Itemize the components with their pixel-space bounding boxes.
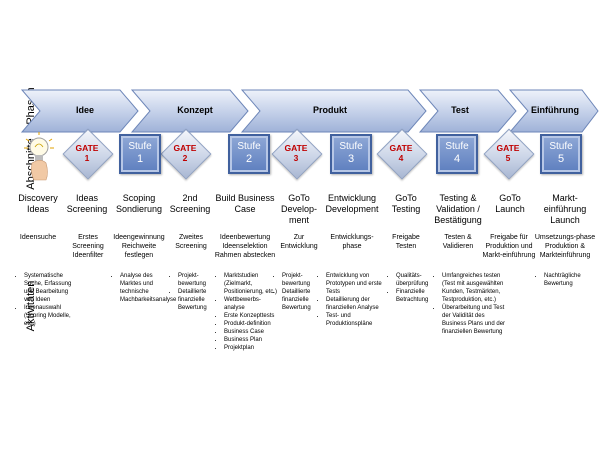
activities-entwicklung: Entwicklung von Prototypen und erste Tes… xyxy=(318,272,390,328)
gate-3-number: 3 xyxy=(293,153,299,163)
stufe-3-word: Stufe xyxy=(339,141,363,152)
stufe-1-number: 1 xyxy=(136,153,144,165)
activity-item: Detaillierte finanzielle Bewertung xyxy=(282,288,328,312)
lightbulb-icon xyxy=(24,132,54,181)
title-goto-development: GoTo Develop-ment xyxy=(280,193,318,225)
phase-label-produkt: Produkt xyxy=(312,105,347,115)
title-entwicklung: Entwicklung Development xyxy=(325,193,379,214)
stufe-4: Stufe 4 xyxy=(436,134,478,174)
title-markteinfuehrung: Markt-einführung Launch xyxy=(543,193,587,225)
activity-item: Marktstudien (Zielmarkt, Positionierung,… xyxy=(224,272,280,296)
sub-goto-launch: Freigabe für Produktion und Markt-einfüh… xyxy=(482,234,536,259)
phase-arrow-konzept xyxy=(130,89,249,133)
phase-label-idee: Idee xyxy=(75,105,94,115)
activities-scoping: Analyse des Marktes und technische Machb… xyxy=(112,272,176,304)
activities-2nd-screening: Projekt-bewertung Detaillierte finanziel… xyxy=(170,272,222,312)
sub-entwicklung: Entwicklungs-phase xyxy=(330,234,374,250)
stufe-5-word: Stufe xyxy=(549,141,573,152)
activity-item: Detaillierung der finanziellen Analyse xyxy=(326,296,390,312)
phase-arrow-test xyxy=(418,89,517,133)
gate-4-number: 4 xyxy=(398,153,404,163)
stufe-2-number: 2 xyxy=(245,153,253,165)
sub-goto-testing: Freigabe Testen xyxy=(392,234,420,250)
phase-arrow-einfuehrung xyxy=(508,89,599,133)
stufe-1-word: Stufe xyxy=(128,141,152,152)
stufe-3: Stufe 3 xyxy=(330,134,372,174)
activity-item: Detaillierte finanzielle Bewertung xyxy=(178,288,222,312)
stufe-2-word: Stufe xyxy=(237,141,261,152)
stufe-2: Stufe 2 xyxy=(228,134,270,174)
activity-item: Projektplan xyxy=(224,344,280,352)
activities-testing-validation: Umfangreiches testen (Test mit ausgewähl… xyxy=(434,272,508,336)
activity-item: Wettbewerbs-analyse xyxy=(224,296,280,312)
activity-item: Ideenauswahl (Scoring Modelle, etc.) xyxy=(24,304,74,328)
activity-item: Analyse des Marktes und technische Machb… xyxy=(120,272,176,304)
phase-label-konzept: Konzept xyxy=(177,105,213,115)
stufe-1: Stufe 1 xyxy=(119,134,161,174)
gate-1-number: 1 xyxy=(84,153,90,163)
gate-4-word: GATE xyxy=(389,143,413,153)
activity-item: Business Plan xyxy=(224,336,280,344)
activity-item: Umfangreiches testen (Test mit ausgewähl… xyxy=(442,272,508,304)
activity-item: Nachträgliche Bewertung xyxy=(544,272,600,288)
title-testing-validation: Testing & Validation / Bestätigung xyxy=(434,193,482,225)
activities-goto-development: Projekt-bewertung Detaillierte finanziel… xyxy=(274,272,328,312)
activity-item: Projekt-bewertung xyxy=(282,272,328,288)
sub-scoping: Ideengewinnung Reichweite festlegen xyxy=(113,234,165,259)
sub-testing-validation: Testen & Validieren xyxy=(442,234,474,250)
activity-item: Produkt-definition xyxy=(224,320,280,328)
phase-label-test: Test xyxy=(451,105,469,115)
activity-item: Erste Konzepttests xyxy=(224,312,280,320)
stufe-3-number: 3 xyxy=(347,153,355,165)
gate-1-word: GATE xyxy=(75,143,99,153)
title-goto-testing: GoTo Testing xyxy=(391,193,421,214)
activity-item: Projekt-bewertung xyxy=(178,272,222,288)
title-goto-launch: GoTo Launch xyxy=(495,193,525,214)
activities-goto-testing: Qualitäts-überprüfung Finanzielle Betrac… xyxy=(388,272,440,304)
title-2nd-screening: 2nd Screening xyxy=(169,193,211,214)
title-ideas-screening: Ideas Screening xyxy=(66,193,108,214)
gate-2-number: 2 xyxy=(182,153,188,163)
phase-arrow-idee xyxy=(20,89,139,133)
phase-label-einfuehrung: Einführung xyxy=(531,105,579,115)
activity-item: Finanzielle Betrachtung xyxy=(396,288,440,304)
activity-item: Systematische Suche, Erfassung und Bearb… xyxy=(24,272,74,304)
stufe-4-number: 4 xyxy=(453,153,461,165)
gate-5-word: GATE xyxy=(496,143,520,153)
title-scoping: Scoping Sondierung xyxy=(115,193,163,214)
title-discovery-ideas: Discovery Ideas xyxy=(18,193,58,214)
activity-item: Entwicklung von Prototypen und erste Tes… xyxy=(326,272,390,296)
sub-goto-development: Zur Entwicklung xyxy=(280,234,318,250)
sub-build-business-case: Ideenbewertung Ideenselektion Rahmen abs… xyxy=(214,234,276,259)
sub-markteinfuehrung: Umsetzungs-phase Produktion & Markteinfü… xyxy=(534,234,596,259)
sub-discovery-ideas: Ideensuche xyxy=(19,234,57,241)
activities-markteinfuehrung: Nachträgliche Bewertung xyxy=(536,272,600,288)
activity-item: Qualitäts-überprüfung xyxy=(396,272,440,288)
stufe-5: Stufe 5 xyxy=(540,134,582,174)
activity-item: Überarbeitung und Test der Validität des… xyxy=(442,304,508,336)
stufe-4-word: Stufe xyxy=(445,141,469,152)
activity-item: Test- und Produktionspläne xyxy=(326,312,390,328)
sub-2nd-screening: Zweites Screening xyxy=(175,234,207,250)
phase-arrows xyxy=(20,89,599,133)
stufe-5-number: 5 xyxy=(557,153,565,165)
activities-build-business-case: Marktstudien (Zielmarkt, Positionierung,… xyxy=(216,272,280,352)
gate-2-word: GATE xyxy=(173,143,197,153)
title-build-business-case: Build Business Case xyxy=(215,193,275,214)
phase-arrow-produkt xyxy=(240,89,427,133)
activity-item: Business Case xyxy=(224,328,280,336)
gate-3-word: GATE xyxy=(284,143,308,153)
sub-ideas-screening: Erstes Screening Ideenfilter xyxy=(72,234,104,259)
gate-5-number: 5 xyxy=(505,153,511,163)
activities-discovery-ideas: Systematische Suche, Erfassung und Bearb… xyxy=(16,272,74,328)
